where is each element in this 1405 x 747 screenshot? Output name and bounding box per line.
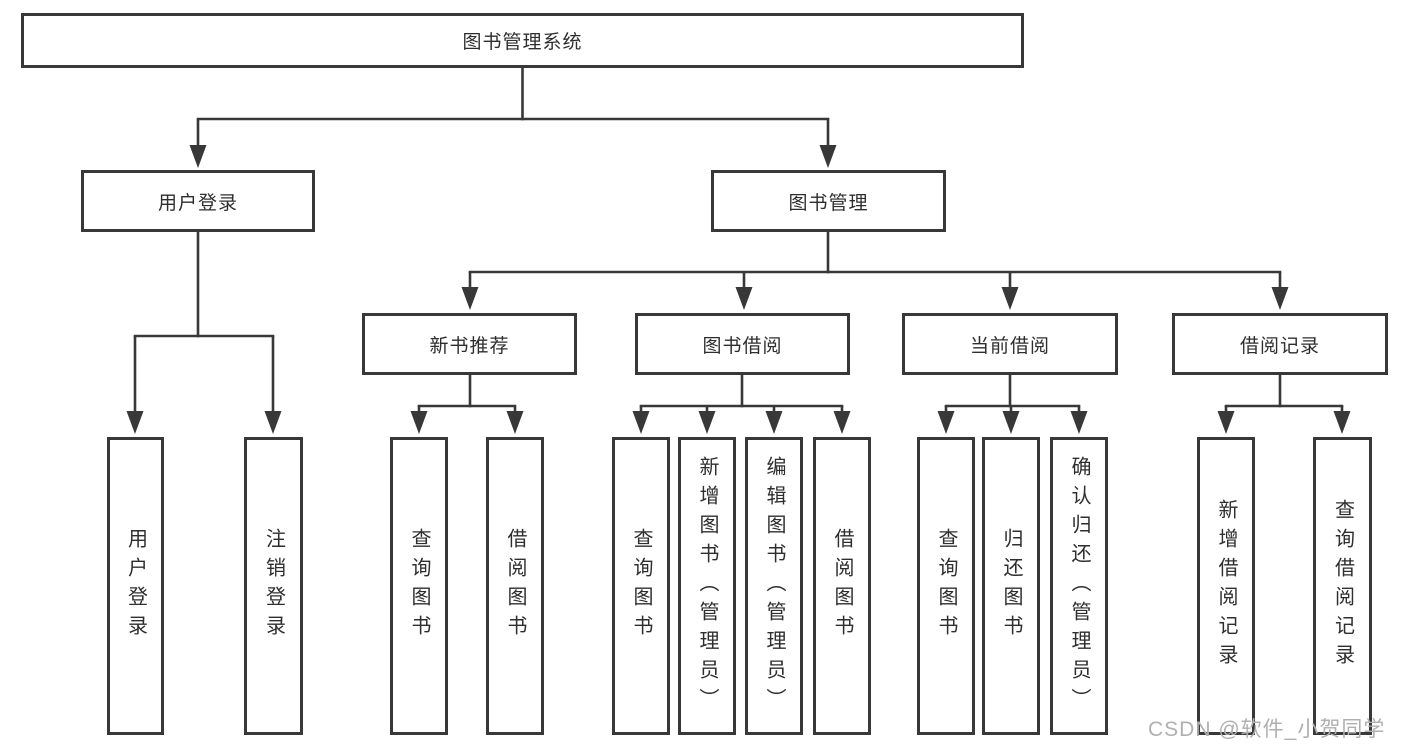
leaf-query-borrow-record: 查询借阅记录 <box>1313 437 1372 735</box>
node-new-book-recommend: 新书推荐 <box>362 313 577 375</box>
leaf-label: 用户登录 <box>124 528 147 644</box>
leaf-label: 借阅图书 <box>504 528 526 644</box>
node-current-borrow: 当前借阅 <box>902 313 1118 375</box>
leaf-label: 查询图书 <box>408 528 430 644</box>
leaf-confirm-return-admin: 确认归还（管理员） <box>1050 437 1108 735</box>
leaf-label: 借阅图书 <box>831 528 853 644</box>
node-book-management: 图书管理 <box>711 170 946 232</box>
leaf-borrow-books-recommend: 借阅图书 <box>486 437 544 735</box>
leaf-label: 注销登录 <box>262 528 285 644</box>
leaf-logout-login: 注销登录 <box>244 437 303 735</box>
leaf-label: 确认归还（管理员） <box>1068 455 1090 717</box>
leaf-user-login: 用户登录 <box>107 437 164 735</box>
node-label: 用户登录 <box>157 192 238 214</box>
node-label: 图书管理系统 <box>462 32 583 53</box>
node-book-borrow: 图书借阅 <box>635 313 850 375</box>
leaf-query-books-recommend: 查询图书 <box>390 437 448 735</box>
node-library-management-system: 图书管理系统 <box>21 13 1024 68</box>
leaf-return-books: 归还图书 <box>982 437 1040 735</box>
leaf-label: 查询借阅记录 <box>1331 499 1354 673</box>
leaf-label: 归还图书 <box>1000 528 1022 644</box>
leaf-add-borrow-record: 新增借阅记录 <box>1197 437 1255 735</box>
node-label: 新书推荐 <box>429 335 510 357</box>
node-borrow-record: 借阅记录 <box>1172 313 1388 375</box>
leaf-label: 查询图书 <box>630 528 652 644</box>
node-label: 图书管理 <box>788 192 869 214</box>
leaf-edit-books-admin: 编辑图书（管理员） <box>745 437 803 735</box>
leaf-borrow-books-borrow: 借阅图书 <box>813 437 871 735</box>
leaf-label: 查询图书 <box>935 528 957 644</box>
node-label: 当前借阅 <box>969 335 1050 357</box>
node-user-login: 用户登录 <box>81 170 315 232</box>
leaf-query-books-borrow: 查询图书 <box>612 437 670 735</box>
leaf-query-books-current: 查询图书 <box>917 437 975 735</box>
leaf-label: 新增借阅记录 <box>1215 499 1237 673</box>
leaf-add-books-admin: 新增图书（管理员） <box>678 437 736 735</box>
node-label: 借阅记录 <box>1239 335 1320 357</box>
watermark-text: CSDN @软件_小贺同学 <box>1148 718 1386 741</box>
leaf-label: 新增图书（管理员） <box>696 455 718 717</box>
node-label: 图书借阅 <box>702 335 783 357</box>
leaf-label: 编辑图书（管理员） <box>763 455 785 717</box>
